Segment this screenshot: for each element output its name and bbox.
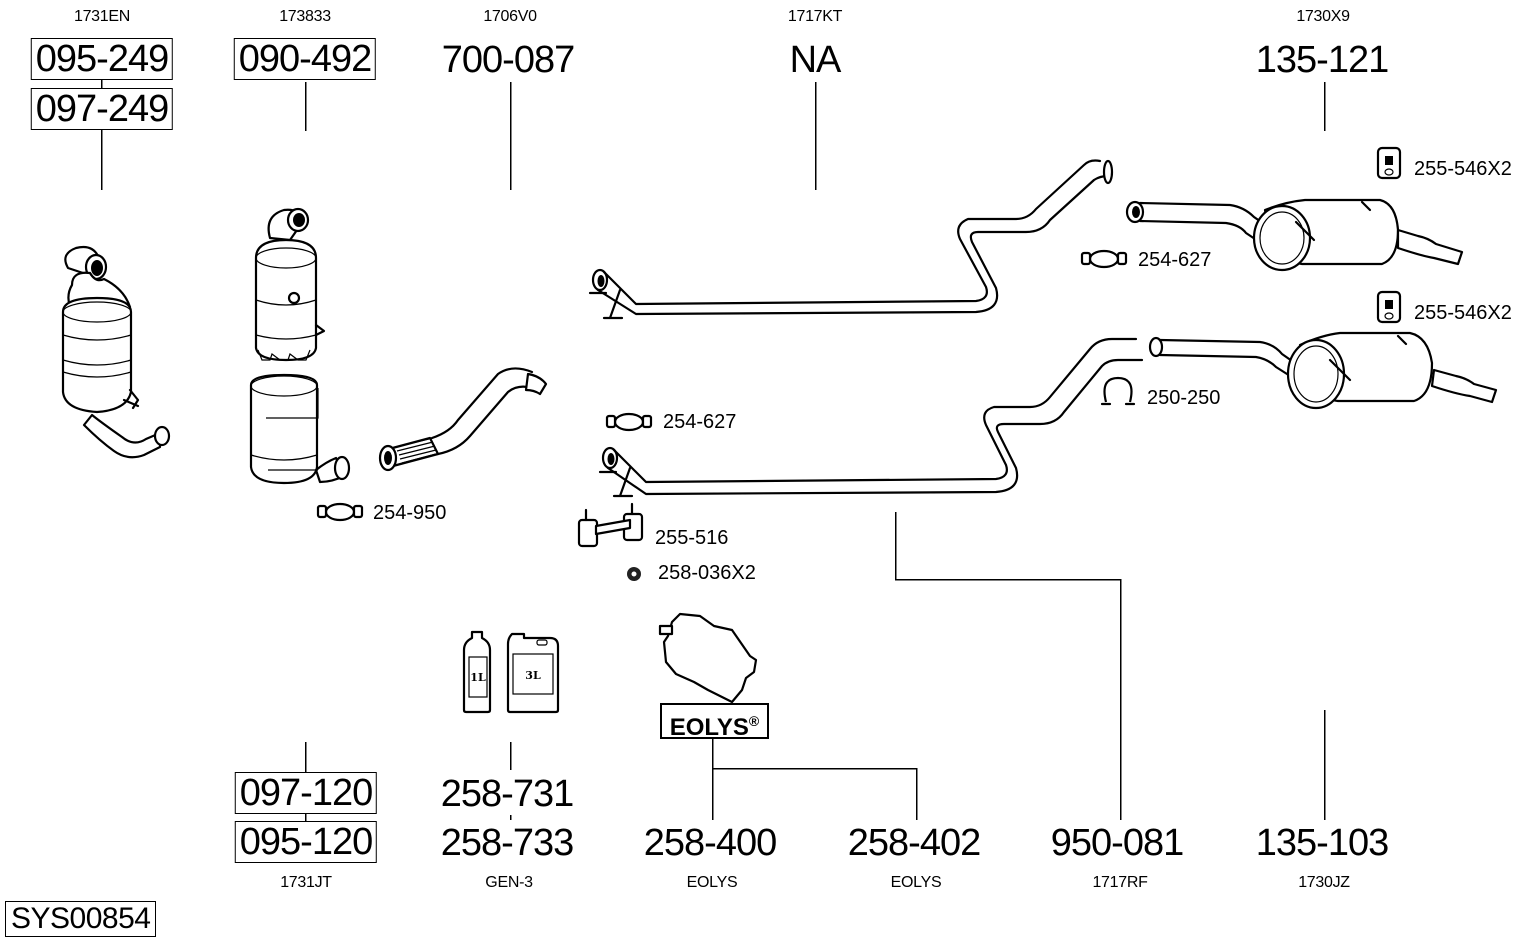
eolys-badge: EOLYS® — [660, 703, 769, 741]
connector-line — [895, 512, 897, 580]
accessory-label[interactable]: 255-546X2 — [1414, 158, 1512, 180]
part-number[interactable]: 090-492 — [233, 38, 377, 80]
ref-code: EOLYS — [686, 874, 738, 891]
additive-tank-icon — [658, 612, 758, 704]
connector-line — [1324, 710, 1326, 820]
ref-code: 1717KT — [787, 8, 843, 25]
ref-code: GEN-3 — [485, 874, 533, 891]
ref-code: EOLYS — [890, 874, 942, 891]
accessory-label[interactable]: 254-627 — [663, 411, 737, 433]
ref-code: 1717RF — [1092, 874, 1148, 891]
accessory-label[interactable]: 258-036X2 — [658, 562, 756, 584]
rear-silencer-illustration-2 — [1148, 331, 1498, 410]
part-number[interactable]: 258-733 — [440, 822, 574, 864]
connector-line — [815, 82, 817, 190]
connector-line — [305, 742, 307, 772]
connector-line — [305, 814, 307, 822]
part-number[interactable]: 135-121 — [1255, 39, 1389, 81]
connector-line — [510, 82, 512, 190]
connector-line — [510, 742, 512, 770]
particulate-filter-illustration — [254, 207, 326, 362]
additive-bottle-1l-icon: 1L — [462, 630, 492, 714]
flex-pipe-illustration — [378, 367, 548, 472]
accessory-label[interactable]: 254-627 — [1138, 249, 1212, 271]
ref-code: 1730X9 — [1296, 8, 1350, 25]
bottle-label-1l: 1L — [470, 671, 486, 684]
part-number[interactable]: 950-081 — [1050, 822, 1184, 864]
part-number[interactable]: 258-400 — [643, 822, 777, 864]
part-number[interactable]: 700-087 — [441, 39, 575, 81]
part-number[interactable]: NA — [789, 39, 842, 81]
connector-line — [712, 737, 714, 820]
accessory-label[interactable]: 255-516 — [655, 527, 729, 549]
part-number[interactable]: 135-103 — [1255, 822, 1389, 864]
eolys-badge-text: EOLYS — [669, 714, 749, 741]
particulate-filter-illustration-2 — [249, 373, 351, 485]
connector-line — [1324, 82, 1326, 131]
accessory-label[interactable]: 254-950 — [373, 502, 447, 524]
clamp-icon — [316, 502, 364, 522]
center-pipe-illustration-1 — [588, 159, 1114, 320]
connector-line — [712, 768, 917, 770]
part-number[interactable]: 258-731 — [440, 773, 574, 815]
additive-canister-3l-icon: 3L — [506, 632, 560, 714]
rear-silencer-illustration-1 — [1125, 198, 1464, 272]
connector-line — [101, 130, 103, 190]
ref-code: 1730JZ — [1298, 874, 1350, 891]
part-number[interactable]: 258-402 — [847, 822, 981, 864]
clamp-icon — [605, 412, 653, 432]
part-number[interactable]: 095-120 — [234, 821, 378, 863]
connector-line — [101, 80, 103, 88]
bracket-mount-icon — [577, 502, 644, 548]
accessory-label[interactable]: 255-546X2 — [1414, 302, 1512, 324]
part-number[interactable]: 097-120 — [234, 772, 378, 814]
ref-code: 1731JT — [280, 874, 332, 891]
rubber-mount-icon — [1376, 290, 1402, 324]
ref-code: 1731EN — [73, 8, 131, 25]
registered-mark: ® — [748, 713, 760, 729]
rubber-mount-icon — [1376, 146, 1402, 180]
connector-line — [510, 815, 512, 820]
nut-icon — [627, 567, 641, 581]
connector-line — [916, 768, 918, 820]
ref-code: 173833 — [279, 8, 331, 25]
catalytic-converter-illustration-1 — [61, 245, 171, 459]
connector-line — [895, 579, 1121, 581]
connector-line — [305, 82, 307, 131]
part-number[interactable]: 097-249 — [30, 88, 174, 130]
system-id-label: SYS00854 — [5, 901, 157, 937]
part-number[interactable]: 095-249 — [30, 38, 174, 80]
accessory-label[interactable]: 250-250 — [1147, 387, 1221, 409]
connector-line — [1120, 579, 1122, 820]
u-clamp-icon — [1100, 376, 1136, 406]
canister-label-3l: 3L — [525, 669, 541, 682]
center-pipe-illustration-2 — [598, 337, 1144, 498]
ref-code: 1706V0 — [483, 8, 537, 25]
clamp-icon — [1080, 249, 1128, 269]
